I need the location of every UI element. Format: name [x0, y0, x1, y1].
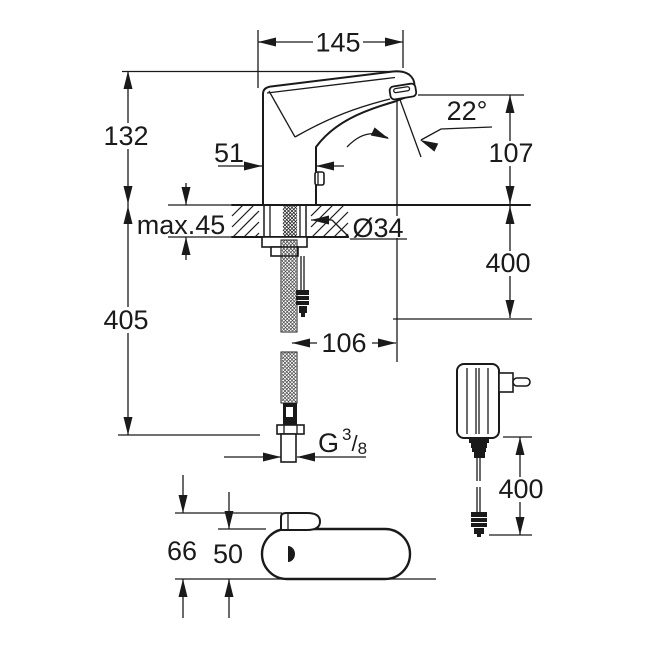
dim-400-upper-label: 400	[485, 248, 530, 278]
dim-66-label: 66	[167, 536, 197, 566]
dimension-labels: 145 132 51 22° 107 max.45 Ø34 400 405 10…	[102, 28, 545, 569]
connection-tube	[280, 433, 297, 463]
dim-132-label: 132	[103, 121, 148, 151]
faucet-body	[262, 70, 416, 206]
dim-22deg-label: 22°	[447, 96, 488, 126]
dim-66: 66	[167, 536, 197, 566]
dim-132: 132	[102, 121, 150, 151]
dim-max45-label: max.45	[137, 210, 226, 240]
faucet-plan-view	[260, 512, 412, 581]
faucet-base-outline	[260, 527, 412, 581]
faucet-front-view	[262, 70, 418, 206]
lever-plan	[280, 512, 321, 531]
dim-405-label: 405	[103, 305, 148, 335]
threaded-rod	[282, 205, 298, 238]
aerator	[388, 82, 418, 101]
dim-405: 405	[102, 305, 150, 335]
dim-51: 51	[214, 138, 244, 168]
sensor-cable	[296, 256, 309, 317]
dim-max45: max.45	[137, 210, 226, 240]
dimension-arrowheads	[123, 37, 525, 597]
dim-107: 107	[487, 138, 534, 168]
dim-50: 50	[213, 539, 243, 569]
plug-pins	[498, 372, 531, 393]
dim-107-label: 107	[488, 138, 533, 168]
dim-o34: Ø34	[349, 213, 407, 243]
dim-145-label: 145	[315, 28, 360, 58]
adapter-body	[456, 363, 500, 439]
adapter-cable	[476, 458, 481, 512]
dim-400-lower: 400	[497, 474, 545, 504]
power-adapter-view	[456, 363, 531, 537]
g38-nut	[276, 424, 305, 435]
dim-51-label: 51	[214, 138, 244, 168]
dim-50-label: 50	[213, 539, 243, 569]
dim-400-lower-label: 400	[498, 474, 543, 504]
sensor-window	[288, 546, 295, 562]
strain-relief	[469, 438, 489, 458]
dim-o34-label: Ø34	[352, 213, 403, 243]
temperature-lever-side	[314, 171, 325, 186]
dim-400-upper: 400	[485, 248, 531, 278]
dim-22deg: 22°	[447, 96, 488, 126]
cable-connector	[471, 512, 487, 537]
dim-145: 145	[313, 28, 363, 58]
dim-106-label: 106	[321, 328, 366, 358]
countertop-hatch-right	[310, 204, 349, 238]
supply-hose	[276, 239, 305, 463]
countertop-hatch-left	[231, 204, 260, 238]
dim-106: 106	[317, 328, 372, 358]
